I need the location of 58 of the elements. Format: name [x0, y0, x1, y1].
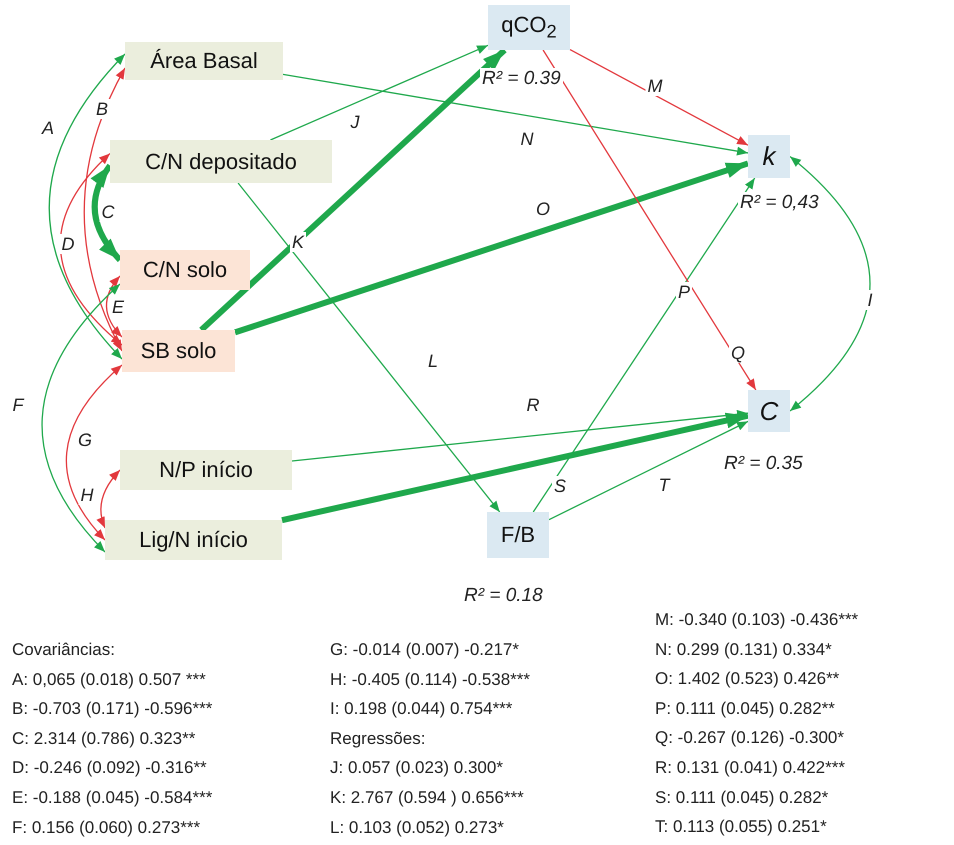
arrow: [282, 74, 748, 156]
variable-box: C/N depositado: [110, 140, 332, 183]
variable-box: Área Basal: [125, 42, 283, 80]
coefficient-note: O: 1.402 (0.523) 0.426**: [655, 669, 840, 690]
coefficient-note: B: -0.703 (0.171) -0.596***: [12, 699, 212, 720]
variable-box: C: [748, 390, 790, 432]
coefficient-note: K: 2.767 (0.594 ) 0.656***: [330, 788, 524, 808]
arrow: [532, 178, 756, 512]
arrow: [234, 160, 749, 336]
arrow: [199, 48, 507, 332]
coefficient-note: F: 0.156 (0.060) 0.273***: [12, 818, 200, 838]
edge-label: C: [100, 202, 116, 222]
variable-box: N/P início: [120, 450, 292, 490]
arrow: [270, 44, 488, 141]
arrow: [91, 164, 122, 262]
coefficient-note: A: 0,065 (0.018) 0.507 ***: [12, 670, 206, 690]
coefficient-note: S: 0.111 (0.045) 0.282*: [655, 788, 828, 808]
coefficient-note: L: 0.103 (0.052) 0.273*: [330, 818, 504, 838]
variable-box: F/B: [487, 512, 549, 558]
variable-box: C/N solo: [120, 250, 250, 290]
coefficient-note: D: -0.246 (0.092) -0.316**: [12, 758, 207, 778]
coefficient-note: R: 0.131 (0.041) 0.422***: [655, 758, 845, 778]
variable-box: Lig/N início: [105, 520, 282, 560]
variable-box: k: [748, 135, 790, 178]
arrow: [66, 364, 122, 540]
coefficient-note: P: 0.111 (0.045) 0.282**: [655, 698, 835, 719]
coefficient-note: G: -0.014 (0.007) -0.217*: [330, 640, 520, 660]
variable-box: qCO$_{2}$: [488, 5, 570, 50]
arrow: [548, 420, 748, 520]
coefficient-note: Q: -0.267 (0.126) -0.300*: [655, 728, 844, 748]
arrow: [60, 153, 122, 346]
arrow: [84, 68, 126, 352]
edge-label: K: [290, 232, 306, 252]
arrow: [42, 284, 120, 552]
coefficient-note: I: 0.198 (0.044) 0.754***: [330, 699, 512, 720]
coefficient-note: H: -0.405 (0.114) -0.538***: [330, 670, 530, 690]
coefficient-note: Covariâncias:: [12, 640, 115, 660]
arrow: [790, 156, 870, 412]
arrow: [96, 470, 120, 528]
variable-box: SB solo: [122, 330, 235, 372]
coefficient-note: E: -0.188 (0.045) -0.584***: [12, 788, 212, 808]
edge-label: B: [94, 99, 110, 119]
edge-label: I: [866, 290, 874, 310]
coefficient-note: J: 0.057 (0.023) 0.300*: [330, 758, 503, 778]
arrow: [570, 48, 748, 146]
coefficient-note: M: -0.340 (0.103) -0.436***: [655, 610, 858, 630]
coefficient-note: T: 0.113 (0.055) 0.251*: [655, 817, 827, 838]
arrow: [281, 412, 749, 524]
arrow: [542, 50, 756, 390]
arrow: [48, 54, 126, 360]
edge-label: D: [60, 234, 76, 254]
coefficient-note: C: 2.314 (0.786) 0.323**: [12, 728, 196, 749]
arrow: [106, 276, 122, 338]
edge-label: Q: [729, 343, 747, 363]
coefficient-note: Regressões:: [330, 728, 426, 749]
coefficient-note: N: 0.299 (0.131) 0.334*: [655, 640, 832, 660]
arrow: [238, 182, 500, 512]
arrow: [292, 410, 748, 462]
